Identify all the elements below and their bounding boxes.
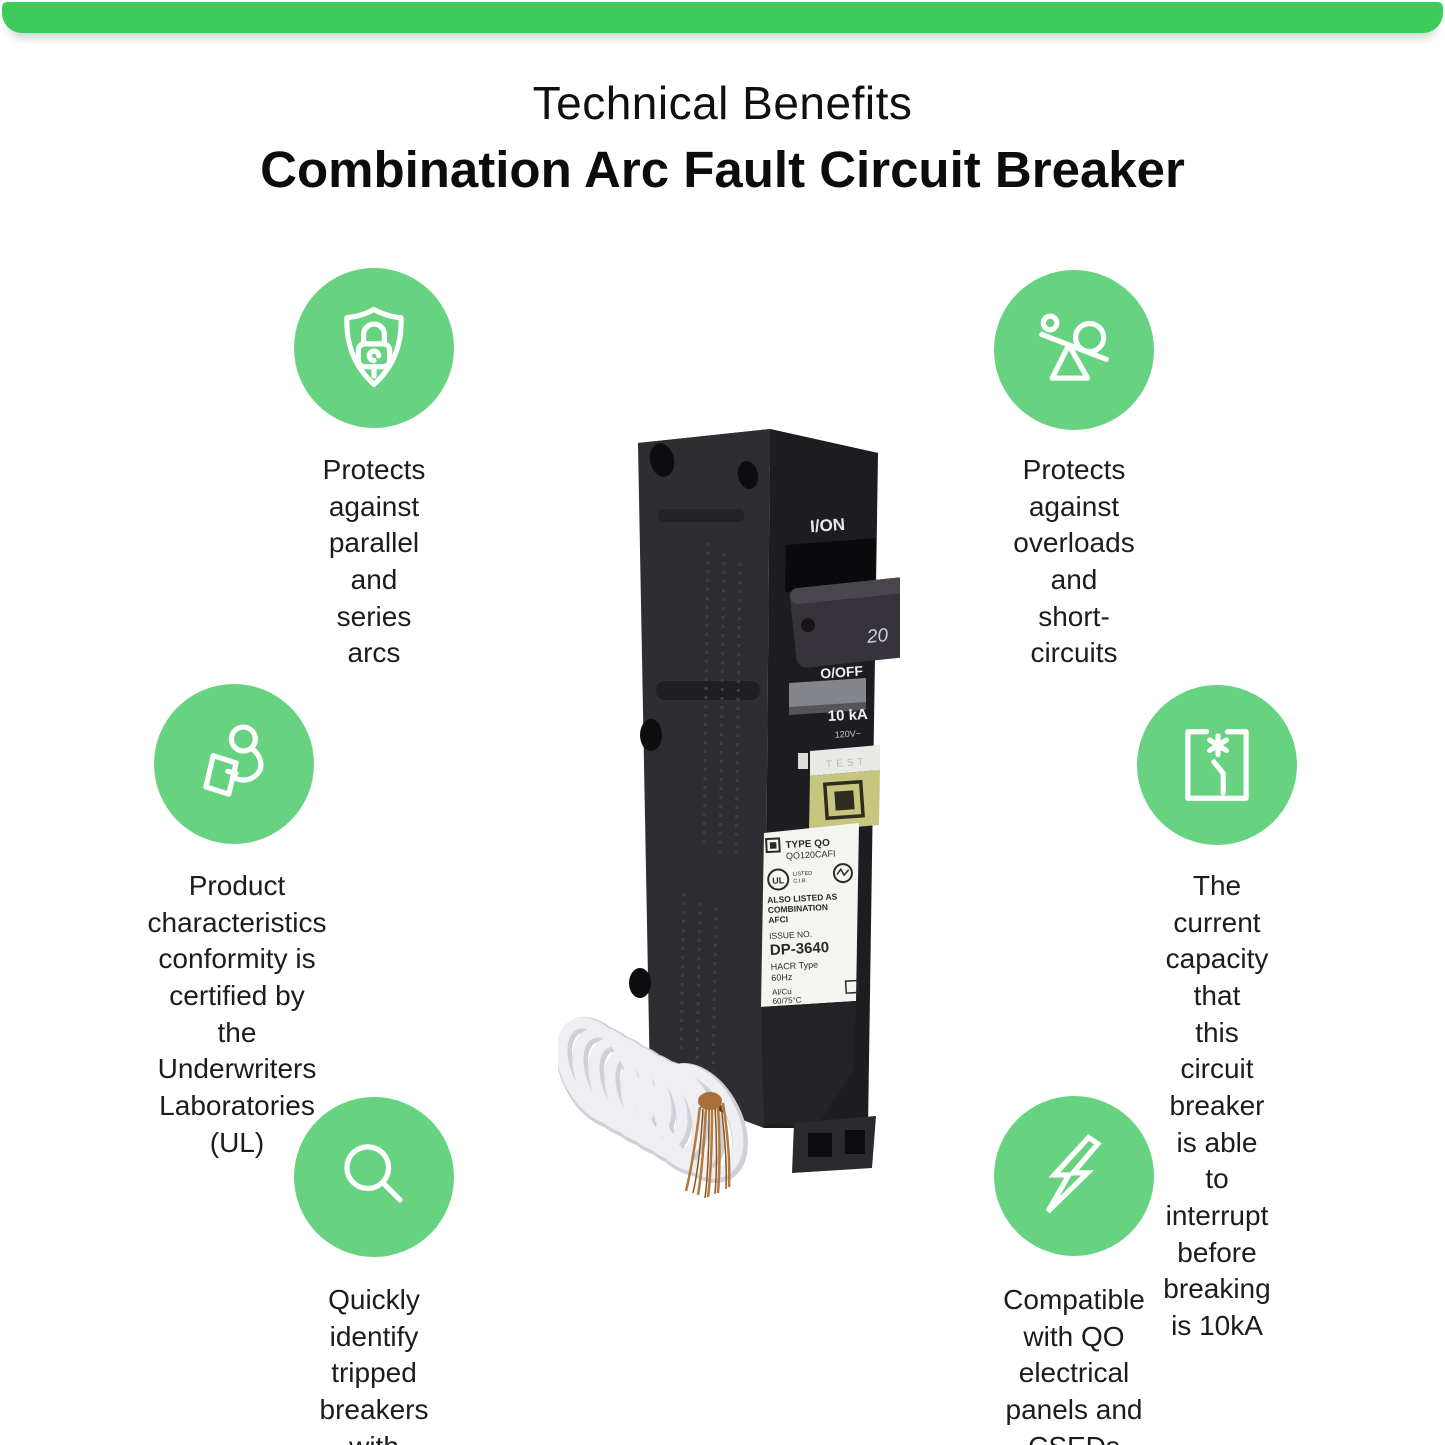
magnifier-icon xyxy=(344,1144,403,1203)
label-freq: 60Hz xyxy=(771,972,793,983)
label-also-1: ALSO LISTED AS xyxy=(767,891,838,905)
label-type: TYPE QO xyxy=(785,838,830,851)
feature-icon-circle xyxy=(994,270,1154,430)
label-hacr: HACR Type xyxy=(771,960,819,972)
breaker-toggle: 20 xyxy=(789,577,900,668)
breaker-ka-rating: 10 kA xyxy=(827,706,868,725)
shield-lock-icon xyxy=(344,306,404,387)
label-issue-no: DP-3640 xyxy=(769,939,829,959)
feature-text: Protects against overloads and short- ci… xyxy=(1013,454,1135,669)
ul-listed-1: LISTED xyxy=(793,871,813,878)
circuit-breaker-symbol-icon xyxy=(1185,729,1249,801)
ul-mark: UL xyxy=(772,875,785,886)
feature-text: The current capacity that this circuit b… xyxy=(1163,870,1271,1342)
spec-label-content: TYPE QO QO120CAFI UL LISTED C.I.B. ALSO … xyxy=(765,837,860,1006)
copper-wire-end xyxy=(698,1092,722,1110)
feature-icon-circle xyxy=(294,268,454,428)
feature-icon-circle xyxy=(994,1096,1154,1256)
feature-text: Quickly identify tripped breakers with o… xyxy=(319,1284,429,1445)
breaker-toggle-slot xyxy=(785,538,876,592)
breaker-test-label: TEST xyxy=(826,757,868,771)
label-model: QO120CAFI xyxy=(786,848,836,861)
lightning-bolt-icon xyxy=(1045,1134,1102,1214)
square-d-logo xyxy=(822,779,865,821)
feature-text: Compatible with QO electrical panels and… xyxy=(1003,1284,1145,1445)
breaker-off-label: O/OFF xyxy=(820,663,864,682)
product-photo-circuit-breaker: I/ON 20 O/OFF 10 kA 120V~ TEST TYPE QO Q… xyxy=(558,429,900,1199)
embossed-text-marks xyxy=(679,542,742,1072)
breaker-amp-rating: 20 xyxy=(865,625,890,648)
label-also-2: COMBINATION xyxy=(768,902,829,915)
person-certificate-icon xyxy=(203,724,264,797)
breaker-on-label: I/ON xyxy=(810,515,846,536)
page-title: Technical Benefits xyxy=(532,77,913,129)
top-banner xyxy=(2,2,1443,33)
feature-text: Product characteristics conformity is ce… xyxy=(147,870,327,1158)
feature-icon-circle xyxy=(1137,685,1297,845)
pigtail-wire-coil xyxy=(558,1016,748,1199)
feature-text: Protects against parallel and series arc… xyxy=(322,454,426,669)
label-issue: ISSUE NO. xyxy=(769,929,812,941)
breaker-voltage: 120V~ xyxy=(834,728,861,739)
label-also-3: AFCI xyxy=(768,914,788,925)
seesaw-balance-icon xyxy=(1039,313,1109,381)
feature-icon-circle xyxy=(154,684,314,844)
breaker-test-strip xyxy=(810,745,880,776)
feature-icon-circle xyxy=(294,1097,454,1257)
certification-mark xyxy=(832,863,853,884)
product-title: Combination Arc Fault Circuit Breaker xyxy=(260,141,1185,198)
label-conductor: Al/Cu xyxy=(772,987,792,997)
ul-listed-2: C.I.B. xyxy=(793,878,808,885)
label-temp: 60/75°C xyxy=(772,995,802,1006)
